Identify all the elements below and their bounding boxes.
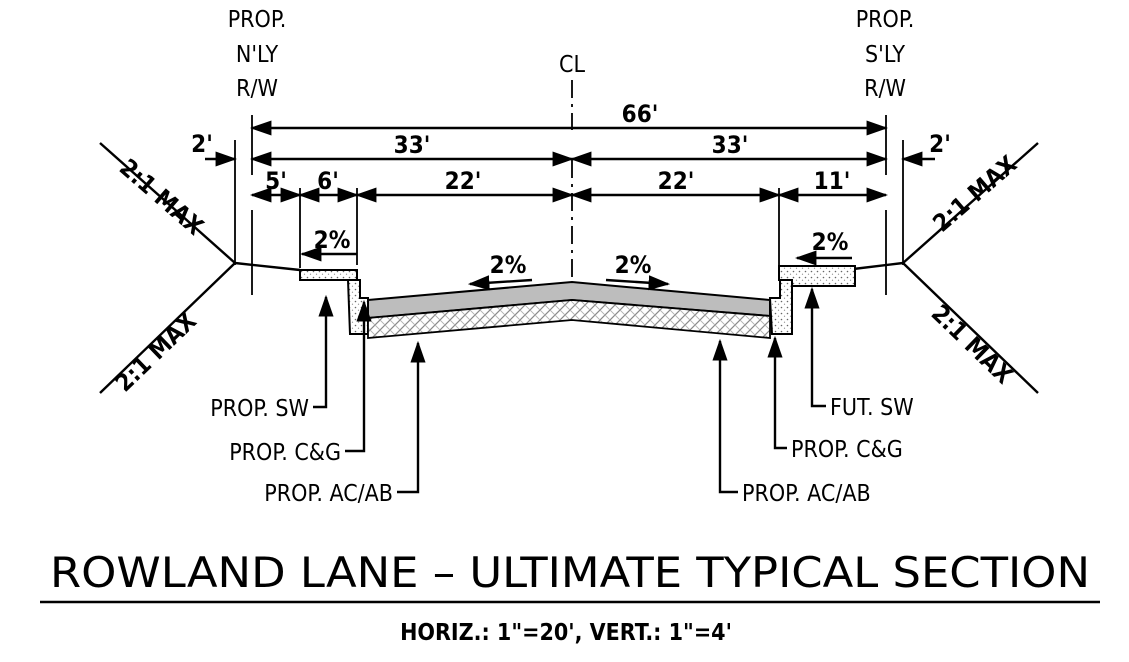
right-row-line-1: PROP. <box>856 7 915 33</box>
left-row-label: PROP. N'LY R/W <box>228 7 287 102</box>
callout-right-sw: FUT. SW <box>830 395 914 421</box>
right-callout-leaders <box>712 286 826 494</box>
pavement-section <box>367 280 771 339</box>
dim-lane-left: 22' <box>445 167 482 195</box>
slope-arrows <box>299 246 852 291</box>
slope-lane-left: 2% <box>490 251 527 279</box>
dim-total: 66' <box>622 100 659 128</box>
left-callout-leaders <box>313 294 426 494</box>
slope-upper-left: 2:1 MAX <box>114 153 209 241</box>
dim-lane-right: 22' <box>658 167 695 195</box>
drawing-title: ROWLAND LANE – ULTIMATE TYPICAL SECTION <box>50 548 1090 597</box>
callout-left-cg: PROP. C&G <box>229 440 341 466</box>
callout-left-sw: PROP. SW <box>210 396 309 422</box>
right-row-line-2: S'LY <box>865 42 905 68</box>
slope-sidewalk-left: 2% <box>314 226 351 254</box>
slope-sidewalk-right: 2% <box>812 228 849 256</box>
dimension-lines <box>205 120 935 203</box>
slope-lower-right: 2:1 MAX <box>926 299 1018 390</box>
left-sidewalk-curb <box>299 269 369 335</box>
dim-offset-left: 2' <box>191 130 213 158</box>
centerline-label: CL <box>559 52 585 78</box>
dim-sidewalk-left: 5' <box>265 167 287 195</box>
left-row-line-2: N'LY <box>236 42 279 68</box>
right-row-label: PROP. S'LY R/W <box>856 7 915 102</box>
dim-right-outer: 11' <box>814 167 851 195</box>
scale-note: HORIZ.: 1"=20', VERT.: 1"=4' <box>400 620 732 646</box>
right-sidewalk-curb <box>768 265 856 335</box>
dim-curb-left: 6' <box>317 167 339 195</box>
callout-right-cg: PROP. C&G <box>791 437 903 463</box>
slope-lane-right: 2% <box>615 251 652 279</box>
left-row-line-3: R/W <box>236 76 278 102</box>
embankment-lines <box>99 142 1039 394</box>
right-row-line-3: R/W <box>864 76 906 102</box>
dim-half-right: 33' <box>712 131 749 159</box>
slope-lower-left: 2:1 MAX <box>110 307 202 398</box>
dim-offset-right: 2' <box>929 130 951 158</box>
callout-left-acab: PROP. AC/AB <box>264 481 393 507</box>
callout-right-acab: PROP. AC/AB <box>742 481 871 507</box>
dim-half-left: 33' <box>394 131 431 159</box>
slope-upper-right: 2:1 MAX <box>928 150 1023 238</box>
left-row-line-1: PROP. <box>228 7 287 33</box>
